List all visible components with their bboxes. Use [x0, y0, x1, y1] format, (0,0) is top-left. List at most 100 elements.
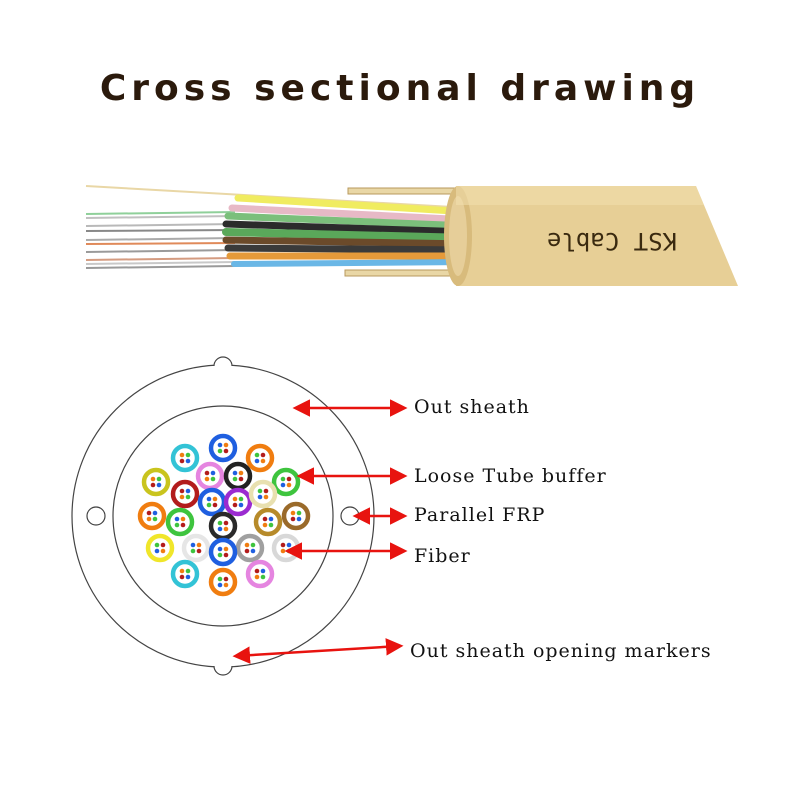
- fiber: [217, 576, 223, 582]
- arrow-markers: [232, 638, 404, 664]
- loose-tube: [195, 461, 225, 491]
- fiber: [254, 568, 260, 574]
- fiber: [257, 494, 263, 500]
- fiber: [204, 470, 210, 476]
- fiber: [212, 502, 218, 508]
- fiber: [223, 442, 229, 448]
- top-opening-marker: [213, 356, 233, 367]
- loose-tube: [245, 559, 275, 589]
- fiber: [160, 542, 166, 548]
- label-frp: Parallel FRP: [414, 504, 546, 526]
- fiber: [280, 542, 286, 548]
- loose-tube: [170, 559, 200, 589]
- fiber: [290, 510, 296, 516]
- fiber: [238, 502, 244, 508]
- fiber: [280, 548, 286, 554]
- fiber: [268, 516, 274, 522]
- fiber: [238, 496, 244, 502]
- loose-tube: [165, 507, 195, 537]
- loose-tube: [170, 443, 200, 473]
- fiber: [160, 548, 166, 554]
- fiber: [206, 496, 212, 502]
- fiber: [223, 546, 229, 552]
- fiber: [232, 476, 238, 482]
- fiber: [223, 582, 229, 588]
- fiber: [204, 476, 210, 482]
- fiber: [260, 574, 266, 580]
- loose-tube: [208, 511, 238, 541]
- fiber: [154, 542, 160, 548]
- loose-tube: [197, 487, 227, 517]
- fiber: [232, 470, 238, 476]
- fiber: [210, 476, 216, 482]
- fiber: [232, 496, 238, 502]
- fiber: [179, 452, 185, 458]
- loose-tube: [208, 433, 238, 463]
- fiber: [185, 458, 191, 464]
- fiber: [174, 516, 180, 522]
- fiber: [180, 516, 186, 522]
- fiber: [152, 510, 158, 516]
- bottom-opening-marker: [213, 665, 233, 676]
- label-out-sheath: Out sheath: [414, 396, 530, 418]
- fiber: [190, 548, 196, 554]
- fiber: [217, 582, 223, 588]
- cable-side-view: KST Cable: [85, 185, 738, 286]
- fiber: [254, 452, 260, 458]
- fiber: [263, 488, 269, 494]
- fiber: [179, 494, 185, 500]
- fiber: [262, 516, 268, 522]
- fiber: [260, 568, 266, 574]
- cable-sheath: [456, 186, 738, 286]
- fiber: [196, 548, 202, 554]
- loose-tubes-side: [222, 194, 474, 267]
- fiber: [146, 516, 152, 522]
- fiber: [286, 542, 292, 548]
- fiber: [217, 552, 223, 558]
- loose-tube: [271, 533, 301, 563]
- loose-tube: [235, 533, 265, 563]
- fiber: [210, 470, 216, 476]
- fiber: [179, 568, 185, 574]
- fiber: [190, 542, 196, 548]
- fiber: [238, 470, 244, 476]
- fiber: [257, 488, 263, 494]
- cable-brand-print: KST Cable: [547, 227, 677, 255]
- fiber: [250, 542, 256, 548]
- fiber: [217, 448, 223, 454]
- callout-arrows: [232, 399, 408, 664]
- fiber: [179, 574, 185, 580]
- fiber: [280, 476, 286, 482]
- fiber: [290, 516, 296, 522]
- fiber: [260, 452, 266, 458]
- loose-tube: [245, 443, 275, 473]
- fiber: [185, 568, 191, 574]
- fiber: [250, 548, 256, 554]
- fiber: [179, 458, 185, 464]
- fiber: [296, 516, 302, 522]
- fiber: [223, 520, 229, 526]
- fiber: [217, 442, 223, 448]
- fiber: [217, 526, 223, 532]
- fiber: [185, 452, 191, 458]
- fiber: [286, 476, 292, 482]
- loose-tube: [223, 487, 253, 517]
- loose-tube: [253, 507, 283, 537]
- fiber: [217, 546, 223, 552]
- loose-tube: [170, 479, 200, 509]
- fiber: [185, 494, 191, 500]
- fiber: [223, 576, 229, 582]
- fiber: [260, 458, 266, 464]
- loose-tube: [145, 533, 175, 563]
- exposed-fibers: [85, 211, 236, 269]
- fiber: [263, 494, 269, 500]
- fiber: [262, 522, 268, 528]
- fiber: [223, 552, 229, 558]
- loose-tube: [208, 567, 238, 597]
- fiber: [206, 502, 212, 508]
- fiber: [146, 510, 152, 516]
- loose-tube: [137, 501, 167, 531]
- fiber: [156, 482, 162, 488]
- frp-left: [86, 506, 106, 526]
